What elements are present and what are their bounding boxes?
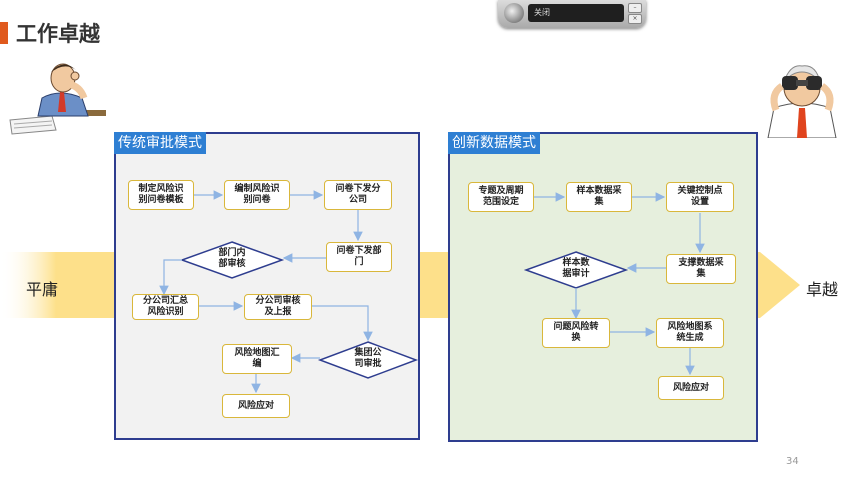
node-create-questionnaire-template: 制定风险识 别问卷模板 [128,180,194,210]
slide-title: 工作卓越 [16,22,100,46]
node-risk-map-compile: 风险地图汇 编 [222,344,292,374]
node-topic-cycle-setting: 专题及周期 范围设定 [468,182,534,212]
band-left-label: 平庸 [26,280,59,299]
title-accent-bar [0,22,8,44]
traditional-panel-title: 传统审批模式 [114,132,206,154]
node-issue-risk-conversion: 问题风险转 换 [542,318,610,348]
node-risk-response-traditional: 风险应对 [222,394,290,418]
toolbar-minimize-icon[interactable]: – [628,3,642,13]
decision-label-group-approval: 集团公 司审批 [354,348,382,369]
node-support-data-collection: 支撑数据采 集 [666,254,736,284]
node-branch-review-report: 分公司审核 及上报 [244,294,312,320]
node-risk-map-system: 风险地图系 统生成 [656,318,724,348]
node-branch-summary: 分公司汇总 风险识别 [132,294,199,320]
stressed-worker-icon [8,63,108,136]
decision-label-sample-audit: 样本数 据审计 [562,258,590,279]
toolbar-field[interactable]: 关闭 [528,4,624,22]
node-compile-questionnaire: 编制风险识 别问卷 [224,180,290,210]
decision-label-dept-review: 部门内 部审核 [218,248,246,269]
node-key-control-point: 关键控制点 设置 [666,182,734,212]
innovative-panel-title: 创新数据模式 [448,132,540,154]
page-number: 34 [786,456,799,467]
node-sample-data-collection: 样本数据采 集 [566,182,632,212]
node-distribute-to-branch: 问卷下发分 公司 [324,180,392,210]
toolbar-close-icon[interactable]: × [628,14,642,24]
binoculars-man-icon [767,65,837,138]
node-distribute-to-dept: 问卷下发部 门 [326,242,392,272]
node-risk-response-innovative: 风险应对 [658,376,724,400]
presenter-toolbar: 关闭 – × [498,0,646,28]
band-right-label: 卓越 [806,280,839,299]
toolbar-knob-icon[interactable] [504,3,524,23]
